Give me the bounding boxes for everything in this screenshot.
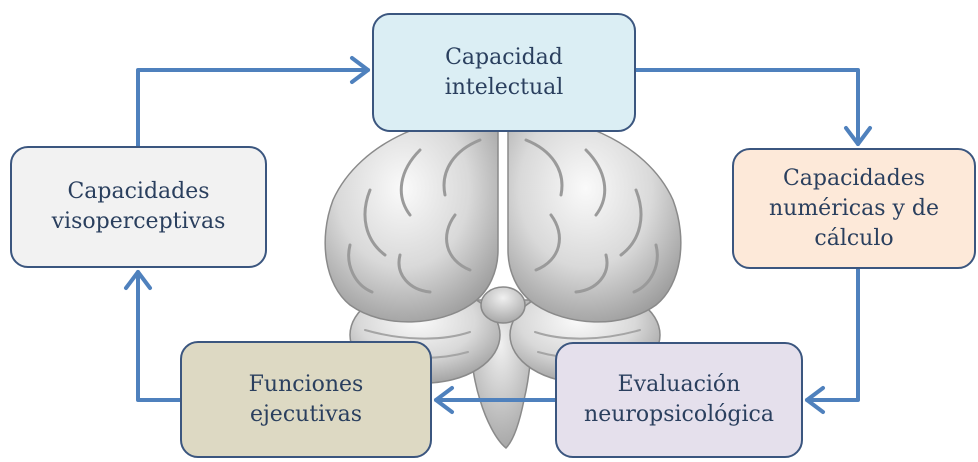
node-label: Capacidad intelectual xyxy=(444,44,564,100)
node-capacidades-visoperceptivas: Capacidades visoperceptivas xyxy=(10,146,267,268)
node-label: Capacidades numéricas y de cálculo xyxy=(768,165,940,251)
arrowhead-to-visoperceptivas xyxy=(124,270,152,290)
arrowhead-to-ejecutivas xyxy=(434,386,454,414)
node-label: Capacidades visoperceptivas xyxy=(51,179,226,234)
node-capacidad-intelectual: Capacidad intelectual xyxy=(372,13,636,132)
arrowhead-to-evaluacion xyxy=(805,386,825,414)
node-evaluacion-neuropsicologica: Evaluación neuropsicológica xyxy=(555,342,803,458)
node-funciones-ejecutivas: Funciones ejecutivas xyxy=(180,341,432,458)
node-label: Funciones ejecutivas xyxy=(248,371,364,427)
node-capacidades-numericas: Capacidades numéricas y de cálculo xyxy=(732,148,976,269)
connector-intelectual-numericas xyxy=(634,68,860,146)
connector-visoperceptivas-intelectual xyxy=(136,68,370,148)
node-label: Evaluación neuropsicológica xyxy=(584,372,774,427)
connector-numericas-evaluacion xyxy=(805,267,860,402)
arrowhead-to-numericas xyxy=(844,126,872,146)
connector-ejecutivas-visoperceptivas xyxy=(136,270,182,402)
arrowhead-to-intelectual xyxy=(350,56,370,84)
brain-icon xyxy=(324,116,682,450)
